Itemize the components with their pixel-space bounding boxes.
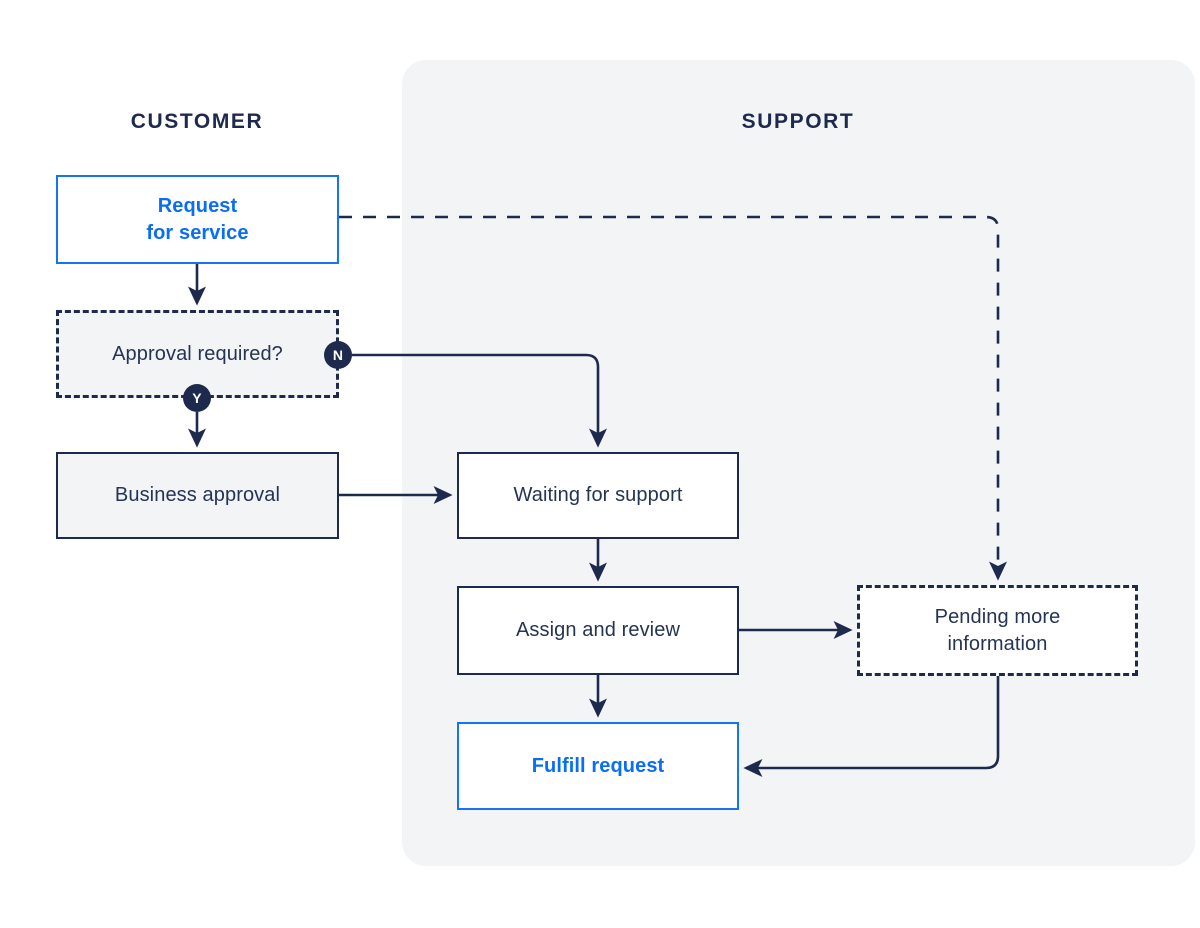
node-label-pending-more-information: Pending more information: [934, 605, 1061, 655]
edge-pending-to-fulfill: [743, 676, 1000, 778]
branch-badge-yes[interactable]: Y: [183, 384, 211, 412]
node-label-assign-and-review: Assign and review: [515, 619, 680, 641]
node-fulfill-request[interactable]: Fulfill request: [457, 722, 739, 810]
node-assign-and-review[interactable]: Assign and review: [457, 586, 739, 675]
node-label-fulfill-request: Fulfill request: [531, 754, 665, 777]
swimlane-title-customer: CUSTOMER: [130, 110, 264, 133]
node-label-waiting-for-support: Waiting for support: [513, 484, 683, 506]
swimlane-title-support: SUPPORT: [741, 110, 855, 133]
branch-badge-no-label: N: [332, 347, 344, 363]
node-business-approval[interactable]: Business approval: [56, 452, 339, 539]
node-label-approval-required: Approval required?: [112, 342, 283, 365]
branch-badge-no[interactable]: N: [324, 341, 352, 369]
edge-approval-no-to-waiting: [352, 353, 608, 448]
node-pending-more-information[interactable]: Pending more information: [857, 585, 1138, 676]
branch-badge-yes-label: Y: [192, 390, 202, 406]
node-request-for-service[interactable]: Request for service: [56, 175, 339, 264]
node-label-business-approval: Business approval: [114, 484, 281, 506]
node-label-request-for-service: Request for service: [146, 194, 249, 244]
node-waiting-for-support[interactable]: Waiting for support: [457, 452, 739, 539]
edge-request-to-pending: [339, 215, 1008, 581]
